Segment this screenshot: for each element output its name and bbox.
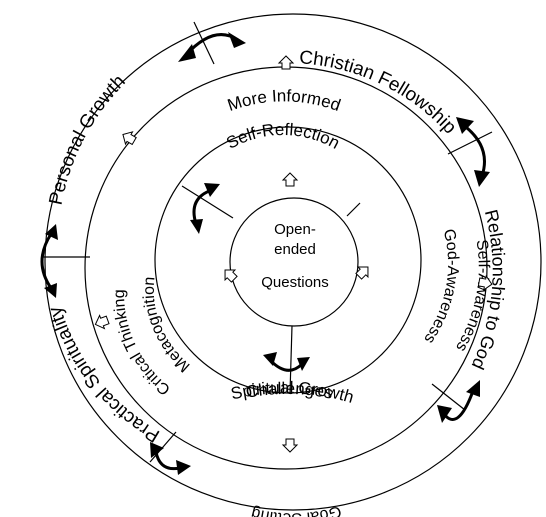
inner-divider-bottom xyxy=(289,325,293,394)
curved-double-arrow-icon xyxy=(178,32,246,62)
goal-setting-label: Goal Setting xyxy=(249,502,343,517)
outer-ring xyxy=(44,13,542,511)
outer-divider-right-bottom xyxy=(431,383,466,411)
arrow-down-icon xyxy=(281,438,299,453)
arrow-left-icon xyxy=(224,269,238,283)
curved-double-arrow-icon xyxy=(263,352,310,372)
arrow-up-icon xyxy=(277,55,295,70)
god-awareness-label: God-Awareness xyxy=(420,227,461,346)
christian-fellowship-label: Christian Fellowship xyxy=(298,47,460,138)
curved-double-arrow-icon xyxy=(150,442,191,475)
center-label-line1: Open- xyxy=(274,221,316,238)
more-informed-label: More Informed xyxy=(225,86,343,115)
inner-divider-right xyxy=(346,202,361,217)
arrow-right-icon xyxy=(355,266,369,280)
center-label-line2: ended xyxy=(274,241,316,258)
curved-double-arrow-icon xyxy=(437,380,480,423)
arrow-icon xyxy=(477,274,493,291)
outer-divider-right-top xyxy=(447,131,493,155)
curved-double-arrow-icon xyxy=(190,183,220,234)
arrow-up-icon xyxy=(281,172,299,187)
outer-divider-bottom xyxy=(149,431,177,463)
arrow-icon xyxy=(94,314,110,330)
inner-ring xyxy=(154,126,422,394)
curved-double-arrow-icon xyxy=(456,117,490,187)
center-label-line3: Questions xyxy=(261,274,329,291)
inner-divider-left xyxy=(181,185,234,219)
personal-growth-label: Personal Growth xyxy=(46,71,130,207)
self-reflection-label: Self-Reflection xyxy=(223,120,343,153)
center-circle xyxy=(229,197,359,327)
arrow-icon xyxy=(122,131,137,146)
outer-divider-top xyxy=(193,21,215,65)
challenges-label: Challenges xyxy=(244,379,334,403)
curved-double-arrow-icon xyxy=(40,224,58,298)
